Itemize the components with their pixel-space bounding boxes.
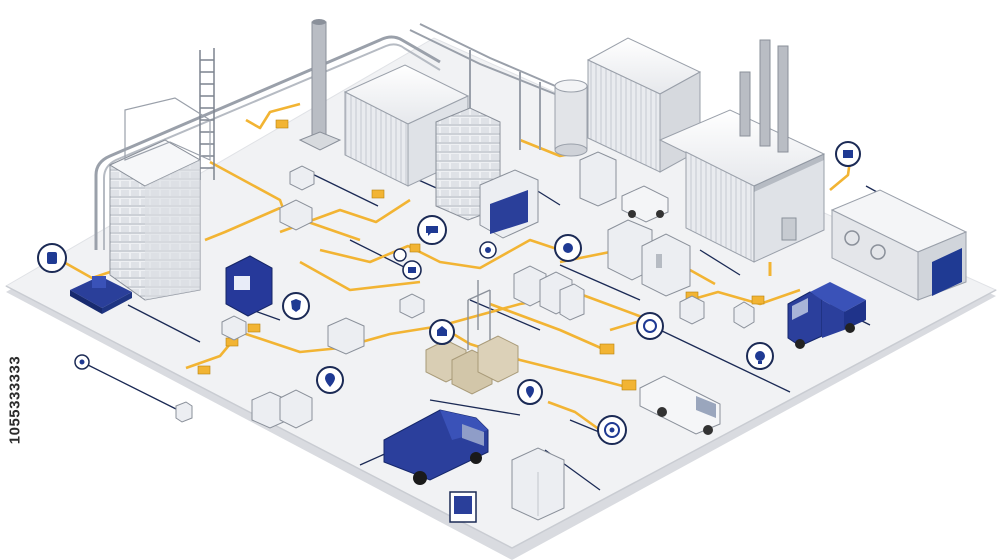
electrical-cabinets bbox=[607, 219, 691, 297]
package-icon bbox=[429, 319, 455, 345]
drop-icon bbox=[74, 354, 90, 370]
stock-image-id: 1055333333 bbox=[4, 300, 26, 500]
wifi-icon bbox=[597, 415, 627, 445]
info-kiosk bbox=[449, 491, 477, 523]
generator-units bbox=[830, 189, 968, 301]
main-plant-building bbox=[658, 39, 826, 276]
blue-cabinet bbox=[225, 255, 273, 317]
location-pin-icon-2 bbox=[517, 379, 543, 405]
stock-image-id-text: 1055333333 bbox=[6, 355, 24, 445]
utility-cart bbox=[621, 185, 669, 223]
small-equipment bbox=[175, 151, 755, 429]
iot-icons bbox=[37, 141, 861, 445]
chat-icon bbox=[417, 215, 447, 245]
chimney-stack bbox=[298, 19, 342, 151]
globe-icon bbox=[636, 312, 664, 340]
cardboard-pallets bbox=[425, 335, 519, 395]
settings-icon bbox=[554, 234, 582, 262]
shield-icon bbox=[282, 292, 310, 320]
pipe-junctions bbox=[197, 119, 765, 391]
sensor-icon bbox=[479, 241, 497, 259]
factory-floor bbox=[4, 37, 998, 560]
robotic-frame bbox=[467, 280, 491, 350]
meter-icon bbox=[393, 248, 407, 262]
blue-delivery-van bbox=[383, 409, 489, 485]
location-pin-icon bbox=[316, 366, 344, 394]
storage-cabinet bbox=[511, 447, 565, 521]
storage-rack-left bbox=[108, 97, 211, 301]
blue-base-unit bbox=[70, 276, 132, 314]
white-delivery-van bbox=[639, 375, 721, 435]
blue-pickup-truck bbox=[787, 282, 866, 349]
tag-icon bbox=[402, 260, 422, 280]
bulb-icon bbox=[746, 342, 774, 370]
flask-icon bbox=[835, 141, 861, 167]
device-icon bbox=[37, 243, 67, 273]
overhead-pipe-rack bbox=[94, 23, 561, 250]
silo-tank bbox=[554, 79, 588, 157]
control-console bbox=[479, 169, 539, 239]
ladder-tower bbox=[199, 48, 215, 180]
